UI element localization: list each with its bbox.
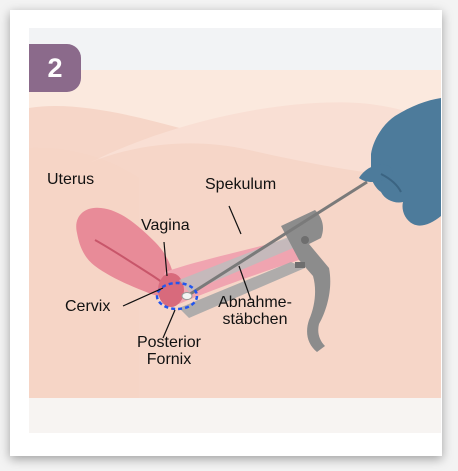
label-abnahmestaebchen: Abnahme- stäbchen	[207, 294, 303, 328]
label-spekulum: Spekulum	[205, 176, 276, 193]
speculum-hinge	[295, 262, 305, 268]
label-posterior: Posterior	[133, 334, 205, 351]
swab-tip	[182, 293, 192, 300]
speculum-screw	[301, 236, 309, 244]
cervix-shape	[158, 273, 184, 307]
top-band	[29, 28, 441, 70]
illustration-canvas	[29, 28, 441, 433]
label-cervix: Cervix	[65, 298, 110, 315]
label-vagina: Vagina	[141, 217, 190, 234]
label-uterus: Uterus	[47, 171, 94, 188]
label-abnahme-line1: Abnahme-	[207, 294, 303, 311]
step-badge: 2	[29, 44, 81, 92]
bottom-band	[29, 398, 441, 433]
label-abnahme-line2: stäbchen	[207, 311, 303, 328]
anatomy-illustration: 2 Uterus Spekulum Vagina Cervix Abnahme-…	[29, 28, 441, 433]
label-fornix: Fornix	[133, 351, 205, 368]
label-posterior-fornix: Posterior Fornix	[133, 334, 205, 368]
figure-card: 2 Uterus Spekulum Vagina Cervix Abnahme-…	[10, 10, 442, 456]
